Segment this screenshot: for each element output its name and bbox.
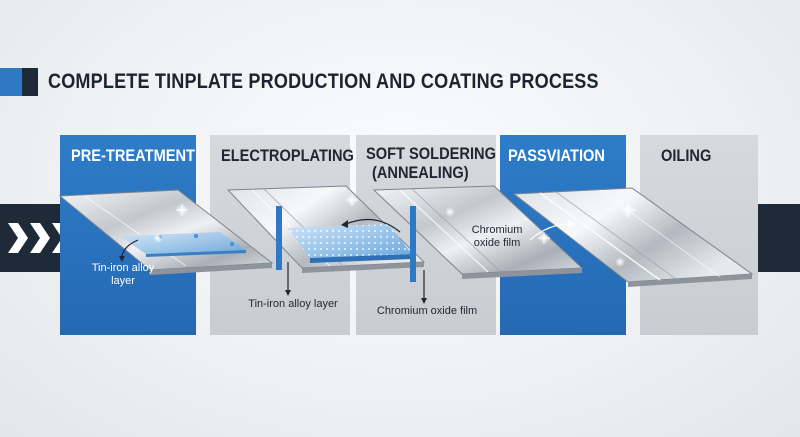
process-band-left — [0, 204, 66, 272]
stage-title-passivation: PASSVIATION — [508, 146, 605, 165]
stage-subtitle-annealing: (ANNEALING) — [372, 163, 469, 182]
label-pretreatment-line2: layer — [111, 275, 135, 287]
label-pretreatment-line1: Tin-iron alloy — [91, 262, 155, 274]
stage-title-annealing: SOFT SOLDERING — [366, 144, 496, 163]
label-annealing: Chromium oxide film — [376, 305, 478, 317]
title-accent-dark — [22, 68, 38, 96]
process-band-right — [758, 204, 800, 272]
title-accent-blue — [0, 68, 22, 96]
stage-panel-pretreatment — [60, 135, 196, 335]
label-electroplating: Tin-iron alloy layer — [248, 298, 338, 310]
label-passivation-line2: oxide film — [473, 237, 521, 249]
stage-panel-oiling — [640, 135, 758, 335]
stage-title-oiling: OILING — [661, 146, 712, 165]
stage-title-pretreatment: PRE-TREATMENT — [71, 146, 196, 165]
label-passivation-line1: Chromium — [471, 224, 523, 236]
stage-title-electroplating: ELECTROPLATING — [221, 146, 354, 165]
page-title: COMPLETE TINPLATE PRODUCTION AND COATING… — [48, 70, 599, 93]
